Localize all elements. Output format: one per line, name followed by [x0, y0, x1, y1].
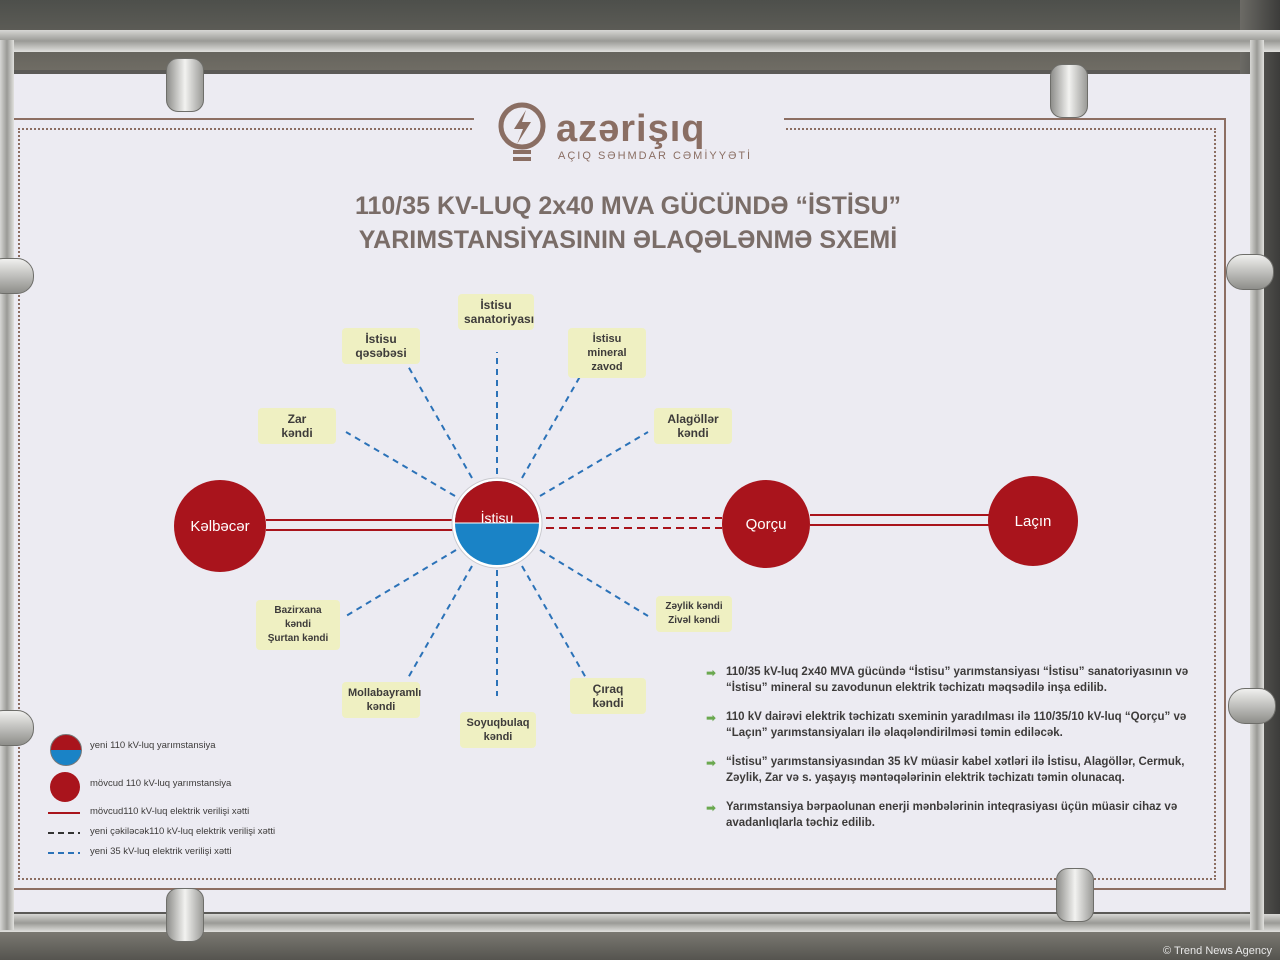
istisu-substation-top [455, 481, 539, 523]
green-arrow-icon: ➡ [706, 756, 717, 770]
legend-existing-substation-label: mövcud 110 kV-luq yarımstansiya [90, 778, 232, 789]
line-to-mineral [521, 365, 587, 479]
frame-rail-right [1250, 40, 1264, 930]
poster-clip-bottom-left [166, 888, 204, 942]
poster-clip-top-left [166, 58, 204, 112]
kelbecer-substation: Kəlbəcər [174, 480, 266, 572]
legend-existing-substation-icon [50, 772, 80, 802]
lightbulb-logo-icon [498, 102, 546, 161]
line-to-bazirxana [345, 549, 457, 617]
poster: azərişıq AÇIQ SƏHMDAR CƏMİYYƏTİ 110/35 K… [0, 74, 1256, 912]
line-to-mollabayramli [407, 565, 473, 679]
note-item: ➡Yarımstansiya bərpaolunan enerji mənbəl… [706, 801, 1178, 829]
frame-knob-left-top [0, 258, 34, 294]
green-arrow-icon: ➡ [706, 711, 717, 725]
frame-rail-left [0, 40, 14, 930]
connection-lines [48, 352, 990, 854]
lacin-substation: Laçın [988, 476, 1078, 566]
legend-existing-line-label: mövcud110 kV-luq elektrik verilişi xətti [90, 806, 250, 817]
frame-rail-bottom [0, 914, 1280, 932]
poster-clip-top-right [1050, 64, 1088, 118]
line-to-zar [345, 431, 456, 497]
green-arrow-icon: ➡ [706, 666, 717, 680]
poster-clip-bottom-right [1056, 868, 1094, 922]
legend-new-110-line-label: yeni çəkiləcək110 kV-luq elektrik verili… [90, 826, 276, 837]
legend-new-35-line-label: yeni 35 kV-luq elektrik verilişi xətti [90, 846, 232, 857]
frame-knob-right-bottom [1228, 688, 1276, 724]
green-arrow-icon: ➡ [706, 801, 717, 815]
notes-list: ➡110/35 kV-luq 2x40 MVA gücündə “İstisu”… [706, 664, 1206, 844]
logo-wordmark: azərişıq [556, 108, 706, 150]
line-to-ciraq [521, 565, 587, 679]
frame-rail-top [0, 30, 1280, 52]
frame-knob-right-top [1226, 254, 1274, 290]
istisu-substation-label: İstisu [480, 510, 514, 526]
watermark: © Trend News Agency [1163, 945, 1272, 957]
qorcu-substation: Qorçu [722, 480, 810, 568]
note-item: ➡“İstisu” yarımstansiyasından 35 kV müas… [706, 756, 1185, 784]
legend-new-substation-label: yeni 110 kV-luq yarımstansiya [90, 740, 216, 751]
note-item: ➡110 kV dairəvi elektrik təchizatı sxemi… [706, 711, 1187, 739]
poster-title-line-2: YARIMSTANSİYASININ ƏLAQƏLƏNMƏ SXEMİ [358, 226, 898, 254]
company-logo: azərişıq AÇIQ SƏHMDAR CƏMİYYƏTİ [496, 102, 766, 172]
line-to-alagollar [539, 431, 649, 497]
legend-new-substation-icon [50, 734, 82, 766]
logo-subtitle: AÇIQ SƏHMDAR CƏMİYYƏTİ [558, 150, 753, 162]
note-item: ➡110/35 kV-luq 2x40 MVA gücündə “İstisu”… [706, 666, 1189, 694]
frame-knob-left-bottom [0, 710, 34, 746]
poster-title-line-1: 110/35 KV-LUQ 2x40 MVA GÜCÜNDƏ “İSTİSU” [354, 192, 902, 220]
line-to-zeylik [539, 549, 649, 617]
logo-background [474, 110, 784, 174]
line-to-qesebe [407, 365, 473, 479]
